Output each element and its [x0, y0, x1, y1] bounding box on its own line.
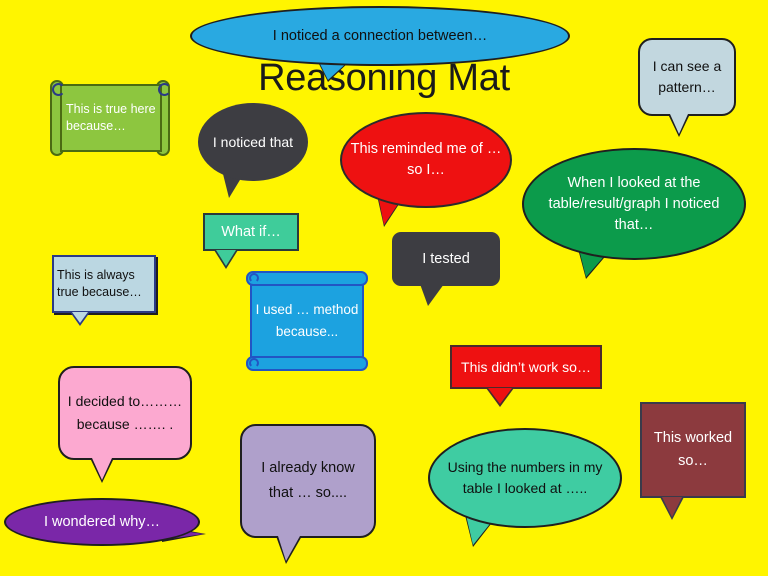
bubble-i-decided-to[interactable]: I decided to……… because ……. . [58, 366, 192, 460]
always-bubble-tail [72, 312, 88, 323]
bubble-label: This is always true because… [57, 268, 142, 299]
bubble-label: This reminded me of …so I… [350, 141, 502, 178]
scroll-curl-top-icon [249, 273, 259, 283]
bubble-label: I can see a pattern… [652, 58, 722, 95]
bubble-this-is-true-here[interactable]: This is true here because… [48, 80, 172, 156]
bubble-i-noticed-that[interactable]: I noticed that [198, 103, 308, 181]
scroll-roll-top [246, 271, 368, 286]
bubble-this-didnt-work[interactable]: This didn’t work so… [450, 345, 602, 389]
bubble-label: When I looked at the table/result/graph … [548, 174, 720, 233]
bubble-label: I wondered why… [43, 514, 161, 530]
didnt-work-bubble-tail [488, 388, 512, 404]
bubble-i-wondered-why[interactable]: I wondered why… [4, 498, 200, 546]
pattern-bubble-tail [670, 114, 688, 134]
bubble-i-already-know-that[interactable]: I already know that … so.... [240, 424, 376, 538]
bubble-label: I noticed a connection between… [272, 28, 488, 44]
tested-bubble-tail [420, 284, 444, 306]
worked-bubble-tail [662, 497, 682, 517]
scroll-sheet: This is true here because… [60, 84, 162, 152]
scroll-roll-bottom [246, 356, 368, 371]
scroll-curl-right-icon [158, 83, 171, 96]
scroll-curl-left-icon [52, 83, 65, 96]
bubble-label: I decided to……… because ……. . [67, 393, 183, 432]
bubble-this-reminded-me-of[interactable]: This reminded me of …so I… [340, 112, 512, 208]
already-know-bubble-tail [278, 536, 300, 561]
bubble-when-i-looked-at-the-table[interactable]: When I looked at the table/result/graph … [522, 148, 746, 260]
scroll-curl-bottom-icon [249, 358, 259, 368]
bubble-this-is-always-true[interactable]: This is always true because… [52, 255, 156, 313]
bubble-this-worked-so[interactable]: This worked so… [640, 402, 746, 498]
bubble-what-if[interactable]: What if… [203, 213, 299, 251]
whatif-bubble-tail [216, 250, 236, 266]
decided-bubble-tail [92, 458, 112, 480]
bubble-i-noticed-a-connection[interactable]: I noticed a connection between… [190, 6, 570, 66]
bubble-label: I tested [422, 251, 470, 267]
bubble-label: I used … method because... [255, 302, 359, 339]
bubble-using-the-numbers[interactable]: Using the numbers in my table I looked a… [428, 428, 622, 528]
bubble-i-used-method-because[interactable]: I used … method because... [246, 270, 368, 372]
bubble-i-tested[interactable]: I tested [392, 232, 500, 286]
bubble-label: I noticed that [212, 134, 294, 150]
bubble-i-can-see-a-pattern[interactable]: I can see a pattern… [638, 38, 736, 116]
bubble-label: This worked so… [653, 430, 733, 469]
bubble-label: This didn’t work so… [461, 359, 591, 375]
bubble-label: Using the numbers in my table I looked a… [447, 459, 603, 496]
scroll-sheet: I used … method because... [250, 280, 364, 362]
bubble-label: I already know that … so.... [261, 460, 355, 501]
bubble-label: What if… [221, 223, 281, 240]
bubble-label: This is true here because… [66, 102, 156, 133]
